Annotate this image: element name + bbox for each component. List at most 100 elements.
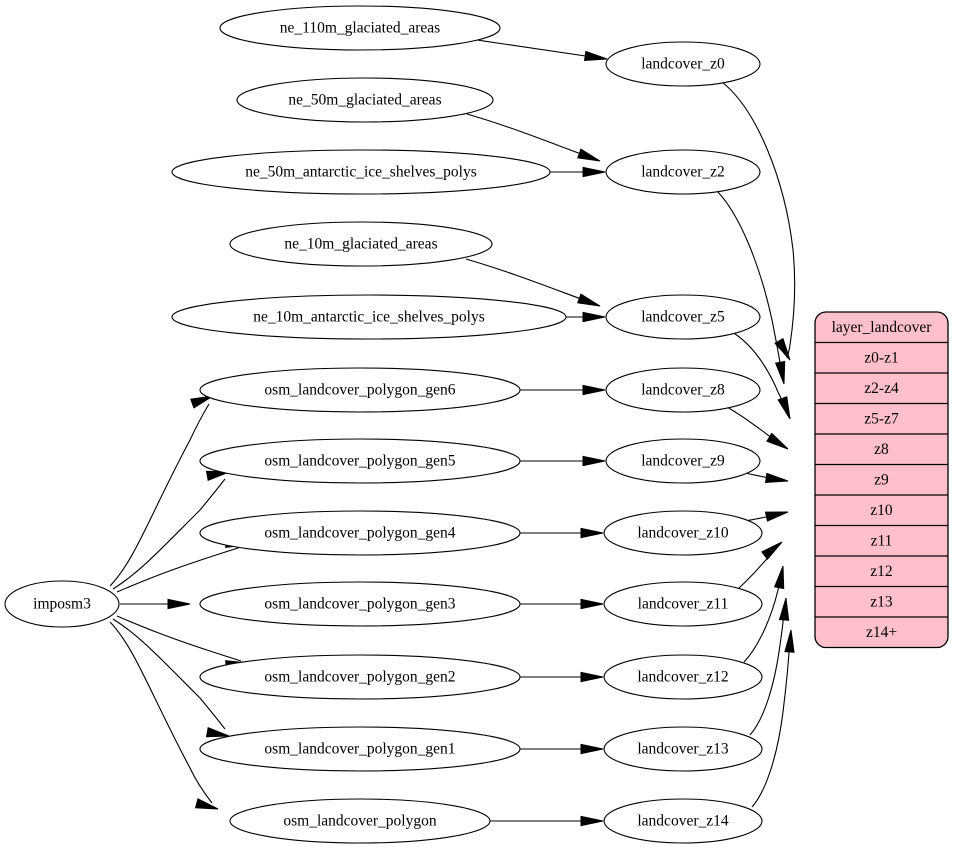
landcover-node-landcover_z10[interactable]: landcover_z10	[603, 510, 763, 556]
node-shape[interactable]	[605, 41, 761, 87]
node-shape[interactable]	[199, 654, 521, 700]
arrow-head-icon	[580, 671, 604, 683]
osm-node-osm_landcover_polygon_gen6[interactable]: osm_landcover_polygon_gen6	[199, 367, 521, 413]
layer-table-row-z9[interactable]: z9	[815, 465, 948, 496]
source-node-imposm3[interactable]: imposm3	[4, 580, 120, 628]
landcover-node-landcover_z13[interactable]: landcover_z13	[603, 726, 763, 772]
node-label: landcover_z2	[641, 164, 725, 181]
edge-line	[109, 403, 210, 587]
landcover-node-landcover_z0[interactable]: landcover_z0	[605, 41, 761, 87]
edge-ne_50m_glaciated_areas-to-landcover_z2	[466, 113, 601, 162]
layer-landcover-table[interactable]: layer_landcoverz0-z1z2-z4z5-z7z8z9z10z11…	[814, 311, 949, 649]
layer-table-row-label: z8	[874, 441, 889, 458]
node-shape[interactable]	[605, 149, 761, 195]
node-shape[interactable]	[219, 5, 501, 51]
arrow-head-icon	[766, 432, 789, 450]
node-shape[interactable]	[4, 580, 120, 628]
osm-node-osm_landcover_polygon_gen4[interactable]: osm_landcover_polygon_gen4	[199, 510, 521, 556]
landcover-node-landcover_z12[interactable]: landcover_z12	[603, 654, 763, 700]
node-shape[interactable]	[171, 149, 551, 195]
node-shape[interactable]	[199, 581, 521, 627]
arrow-head-icon	[761, 541, 783, 560]
landcover-node-landcover_z2[interactable]: landcover_z2	[605, 149, 761, 195]
layer-table-outline	[814, 311, 949, 649]
node-shape[interactable]	[603, 726, 763, 772]
osm-node-osm_landcover_polygon_gen1[interactable]: osm_landcover_polygon_gen1	[199, 726, 521, 772]
node-shape[interactable]	[229, 798, 491, 844]
layer-table-row-z14+[interactable]: z14+	[815, 617, 948, 648]
edge-landcover_z13-to-layer_landcover_z13	[749, 597, 790, 736]
ne-node-ne_10m_glaciated_areas[interactable]: ne_10m_glaciated_areas	[229, 221, 493, 267]
node-shape[interactable]	[603, 654, 763, 700]
node-shape[interactable]	[199, 367, 521, 413]
node-label: landcover_z8	[641, 382, 725, 399]
layer-table-row-z0-z1[interactable]: z0-z1	[815, 343, 948, 374]
edge-osm_landcover_polygon_gen5-to-landcover_z9	[520, 455, 606, 467]
layer-table-row-z10[interactable]: z10	[815, 495, 948, 526]
node-label: osm_landcover_polygon_gen6	[264, 382, 455, 399]
arrow-head-icon	[194, 798, 219, 810]
arrow-head-icon	[577, 293, 601, 307]
edge-line	[116, 615, 242, 662]
layer-table-row-z11[interactable]: z11	[815, 526, 948, 557]
layer-table-row-label: z10	[870, 502, 893, 519]
ne-node-ne_50m_antarctic_ice_shelves_polys[interactable]: ne_50m_antarctic_ice_shelves_polys	[171, 149, 551, 195]
arrow-head-icon	[773, 565, 785, 590]
landcover-node-landcover_z14[interactable]: landcover_z14	[603, 798, 763, 844]
arrow-head-icon	[582, 384, 606, 396]
node-label: ne_10m_glaciated_areas	[284, 236, 437, 253]
arrow-head-icon	[580, 527, 604, 539]
ne-node-ne_110m_glaciated_areas[interactable]: ne_110m_glaciated_areas	[219, 5, 501, 51]
landcover-node-landcover_z8[interactable]: landcover_z8	[605, 367, 761, 413]
node-shape[interactable]	[199, 438, 521, 484]
edge-imposm3-to-osm_landcover_polygon_gen1	[112, 618, 230, 738]
node-shape[interactable]	[603, 510, 763, 556]
node-shape[interactable]	[229, 221, 493, 267]
node-shape[interactable]	[605, 438, 761, 484]
edge-line	[112, 618, 226, 730]
landcover-node-landcover_z9[interactable]: landcover_z9	[605, 438, 761, 484]
osm-node-osm_landcover_polygon_gen3[interactable]: osm_landcover_polygon_gen3	[199, 581, 521, 627]
edge-line	[109, 621, 213, 804]
edge-landcover_z5-to-layer_landcover_z5z7	[731, 331, 791, 420]
edge-landcover_z2-to-layer_landcover_z2z4	[716, 190, 786, 385]
edge-line	[112, 478, 226, 590]
edge-ne_110m_glaciated_areas-to-landcover_z0	[476, 39, 608, 62]
node-shape[interactable]	[603, 581, 763, 627]
osm-node-osm_landcover_polygon_gen5[interactable]: osm_landcover_polygon_gen5	[199, 438, 521, 484]
layer-table-row-z5-z7[interactable]: z5-z7	[815, 404, 948, 435]
node-shape[interactable]	[199, 510, 521, 556]
arrow-head-icon	[582, 311, 606, 323]
layer-table-row-label: z5-z7	[864, 410, 899, 427]
arrow-head-icon	[167, 598, 191, 610]
arrow-head-icon	[778, 597, 790, 621]
node-shape[interactable]	[605, 367, 761, 413]
node-label: ne_50m_antarctic_ice_shelves_polys	[245, 164, 477, 181]
node-label: landcover_z5	[641, 309, 725, 326]
layer-table-row-z2-z4[interactable]: z2-z4	[815, 373, 948, 404]
node-label: osm_landcover_polygon_gen5	[264, 453, 455, 470]
node-shape[interactable]	[605, 294, 761, 340]
osm-node-osm_landcover_polygon_gen2[interactable]: osm_landcover_polygon_gen2	[199, 654, 521, 700]
node-label: osm_landcover_polygon_gen3	[264, 596, 455, 613]
layer-table-row-z8[interactable]: z8	[815, 434, 948, 465]
node-shape[interactable]	[236, 77, 494, 123]
node-shape[interactable]	[171, 294, 567, 340]
layer-table-row-z12[interactable]: z12	[815, 556, 948, 587]
landcover-node-landcover_z5[interactable]: landcover_z5	[605, 294, 761, 340]
edge-osm_landcover_polygon_gen4-to-landcover_z10	[520, 527, 604, 539]
edge-imposm3-to-osm_landcover_polygon_gen6	[109, 395, 214, 587]
arrow-head-icon	[784, 629, 795, 653]
layer-table-row-z13[interactable]: z13	[815, 587, 948, 618]
node-shape[interactable]	[603, 798, 763, 844]
ne-node-ne_50m_glaciated_areas[interactable]: ne_50m_glaciated_areas	[236, 77, 494, 123]
node-label: landcover_z0	[641, 56, 725, 73]
edge-ne_10m_antarctic_ice_shelves_polys-to-landcover_z5	[566, 311, 606, 323]
osm-node-osm_landcover_polygon[interactable]: osm_landcover_polygon	[229, 798, 491, 844]
ne-node-ne_10m_antarctic_ice_shelves_polys[interactable]: ne_10m_antarctic_ice_shelves_polys	[171, 294, 567, 340]
node-label: landcover_z14	[637, 813, 728, 830]
landcover-node-landcover_z11[interactable]: landcover_z11	[603, 581, 763, 627]
node-shape[interactable]	[199, 726, 521, 772]
arrow-head-icon	[582, 166, 606, 178]
